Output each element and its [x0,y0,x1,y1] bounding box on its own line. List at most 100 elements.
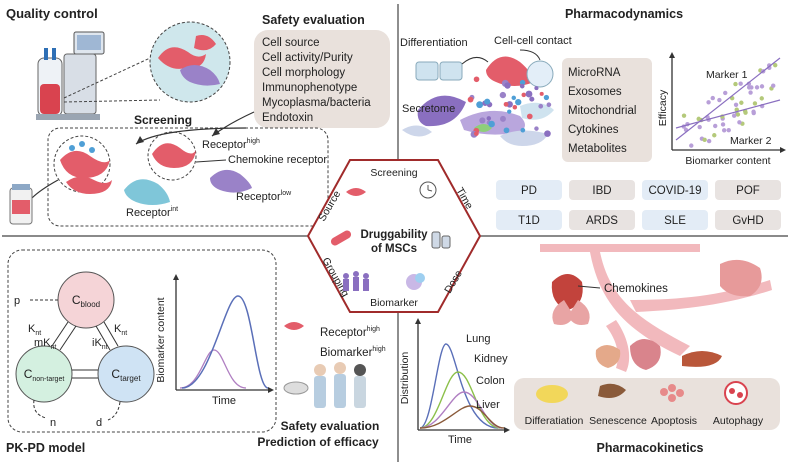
scatter-point [712,133,717,138]
scatter-point [759,84,765,89]
hexagon-center-line1: Druggability [360,229,428,241]
screening-box [47,127,329,227]
mechanism-box [562,58,652,162]
k1-label: Knt [28,323,41,337]
scatter-point [737,120,742,125]
chemokine-arrow [577,285,601,289]
safety-footer-label: Safety evaluation [281,419,380,433]
secretome-dot [544,130,551,137]
disease-tag-box [642,180,708,200]
mechanism-item: Mitochondrial [568,105,636,117]
safety-item: Cell source [262,37,320,49]
secretome-dot [504,82,511,89]
vial-icon [9,184,33,225]
secretome-dot [543,94,550,101]
scatter-point [746,85,752,90]
druggability-hexagon [306,159,482,313]
disease-tag: IBD [592,185,611,197]
secretome-dot [476,101,484,109]
efficacy-footer-label: Prediction of efficacy [257,435,379,449]
secretome-dot [488,120,495,128]
disease-tag-box [715,210,781,230]
vessel-organs-illustration [540,244,772,372]
cell-contact-label: Cell-cell contact [494,35,572,47]
scatter-point [754,85,760,90]
mechanism-item: MicroRNA [568,67,621,79]
marker2-label: Marker 2 [730,135,772,147]
marker1-label: Marker 1 [706,69,748,81]
secretome-dot [512,104,518,110]
secretome-dot [507,109,512,114]
scatter-point [710,95,715,101]
secretome-dot [539,91,544,96]
n-label: n [50,417,56,429]
chemokine-pointer [195,159,227,163]
scatter-point [717,97,722,103]
receptor-high-pk-label: Receptorhigh [320,326,380,339]
secretome-dot [526,113,533,120]
biomarker-axis-label: Biomarker content [685,155,770,167]
contact-arrow [519,49,541,61]
pkpd-arrows [28,299,121,421]
disease-tag: COVID-19 [648,185,701,197]
secretome-dot [519,83,525,89]
scatter-point [731,113,737,118]
vial-arrow [31,179,59,199]
secretome-dot [503,101,509,107]
disease-tag: ARDS [586,215,618,227]
c-blood-label: Cblood [72,293,100,309]
scatter-point [723,90,728,96]
scatter-point [702,137,707,143]
chemokine-receptor-label: Chemokine receptor [228,154,327,166]
c-target-label: Ctarget [111,367,141,383]
secretome-dot [467,96,474,103]
disease-tag: POF [736,185,760,197]
receptor-int-label: Receptorint [126,206,178,219]
hexagon-center-line2: of MSCs [371,243,417,255]
secretome-dot [506,101,513,108]
disease-tag: PD [521,185,537,197]
receptor-low-label: Receptorlow [236,190,292,203]
pkpd-plot-x-label: Time [212,395,236,407]
scatter-point [733,102,739,107]
secretome-dot [529,96,535,102]
disease-tag: SLE [664,215,686,227]
secretome-dot [473,76,480,83]
secretome-dot [479,117,486,124]
scatter-point [735,112,741,117]
scatter-point [771,83,776,88]
organ-lung-label: Lung [466,333,490,345]
pharmacodynamics-title: Pharmacodynamics [565,7,683,21]
d-label: d [96,417,102,429]
pkpd-title: PK-PD model [6,441,85,455]
organ-colon-label: Colon [476,375,505,387]
secretome-dot [486,116,492,121]
pharmacokinetics-title: Pharmacokinetics [597,441,704,455]
mechanism-item: Metabolites [568,143,627,155]
differentiation-label: Differentiation [400,37,468,49]
safety-evaluation-title: Safety evaluation [262,13,365,27]
hexagon-label-screening: Screening [370,167,417,179]
fate-autophagy-label: Autophagy [713,415,764,427]
p-label: p [14,295,20,307]
secretome-dot [520,127,526,133]
chemokines-label: Chemokines [604,283,668,295]
fate-apoptosis-label: Apoptosis [651,415,697,427]
distribution-x-label: Time [448,434,472,446]
cell-fate-icons [536,381,748,405]
secretome-dot [534,126,539,131]
scatter-point [773,62,778,68]
secretome-dot [515,98,522,106]
distribution-plot [415,318,510,433]
disease-tag-box [496,180,562,200]
safety-item: Cell activity/Purity [262,52,353,64]
secretome-dot [511,95,516,101]
zoom-cells-circle [149,21,231,103]
efficacy-axis-label: Efficacy [657,89,669,126]
efficacy-scatter-plot [669,52,786,153]
organ-kidney-label: Kidney [474,353,508,365]
fate-senescence-label: Senescence [589,415,647,427]
